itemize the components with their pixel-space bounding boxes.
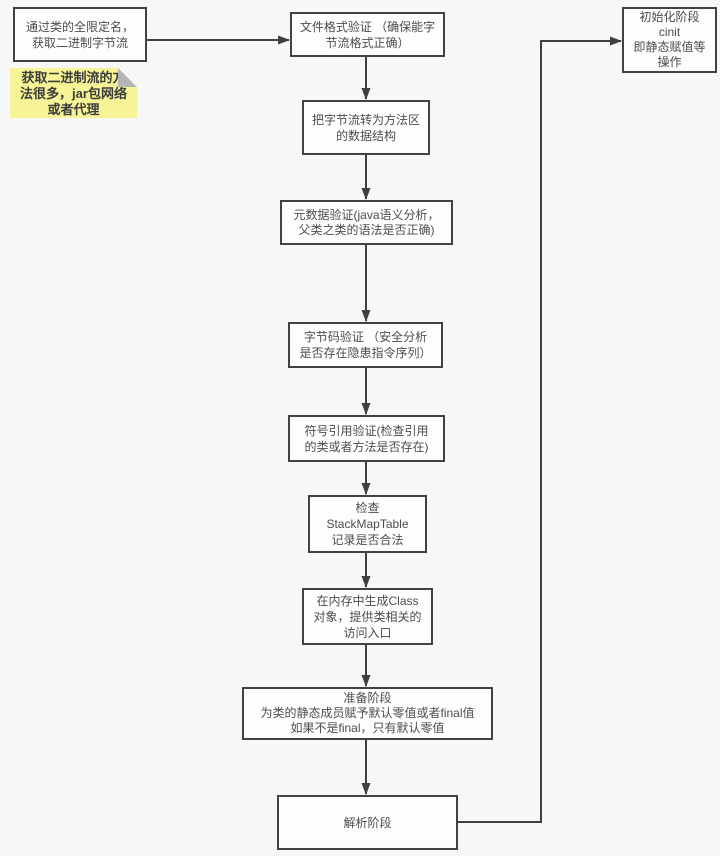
node-acquire-bytestream: 通过类的全限定名， 获取二进制字节流 [13, 7, 147, 62]
node-resolve-phase: 解析阶段 [277, 795, 458, 850]
node-label: 把字节流转为方法区 的数据结构 [311, 112, 420, 143]
node-label: 准备阶段 为类的静态成员赋予默认零值或者final值 如果不是final，只有默… [260, 691, 475, 735]
node-label: 文件格式验证 （确保能字 节流格式正确） [299, 19, 436, 50]
node-generate-class-object: 在内存中生成Class 对象，提供类相关的 访问入口 [302, 588, 433, 645]
node-label: 通过类的全限定名， 获取二进制字节流 [25, 19, 134, 50]
node-label: 初始化阶段 cinit 即静态赋值等 操作 [633, 10, 706, 69]
sticky-note-text: 获取二进制流的方 法很多，jar包网络 或者代理 [20, 70, 127, 117]
node-file-format-verify: 文件格式验证 （确保能字 节流格式正确） [290, 12, 445, 57]
node-to-method-area: 把字节流转为方法区 的数据结构 [302, 100, 430, 155]
node-label: 字节码验证 （安全分析 是否存在隐患指令序列） [299, 330, 432, 360]
node-prepare-phase: 准备阶段 为类的静态成员赋予默认零值或者final值 如果不是final，只有默… [242, 687, 493, 740]
node-stackmaptable-check: 检查 StackMapTable 记录是否合法 [308, 495, 427, 553]
sticky-note: 获取二进制流的方 法很多，jar包网络 或者代理 [10, 68, 137, 118]
node-init-phase: 初始化阶段 cinit 即静态赋值等 操作 [622, 7, 717, 73]
node-label: 解析阶段 [343, 815, 392, 830]
node-label: 检查 StackMapTable 记录是否合法 [326, 501, 409, 547]
arrow-resolve-to-init [458, 36, 622, 823]
node-symbol-ref-verify: 符号引用验证(检查引用 的类或者方法是否存在) [288, 415, 445, 462]
node-label: 在内存中生成Class 对象，提供类相关的 访问入口 [313, 593, 422, 640]
node-metadata-verify: 元数据验证(java语义分析， 父类之类的语法是否正确) [280, 200, 453, 245]
node-bytecode-verify: 字节码验证 （安全分析 是否存在隐患指令序列） [288, 322, 443, 368]
node-label: 符号引用验证(检查引用 的类或者方法是否存在) [304, 423, 429, 454]
node-label: 元数据验证(java语义分析， 父类之类的语法是否正确) [293, 207, 440, 237]
